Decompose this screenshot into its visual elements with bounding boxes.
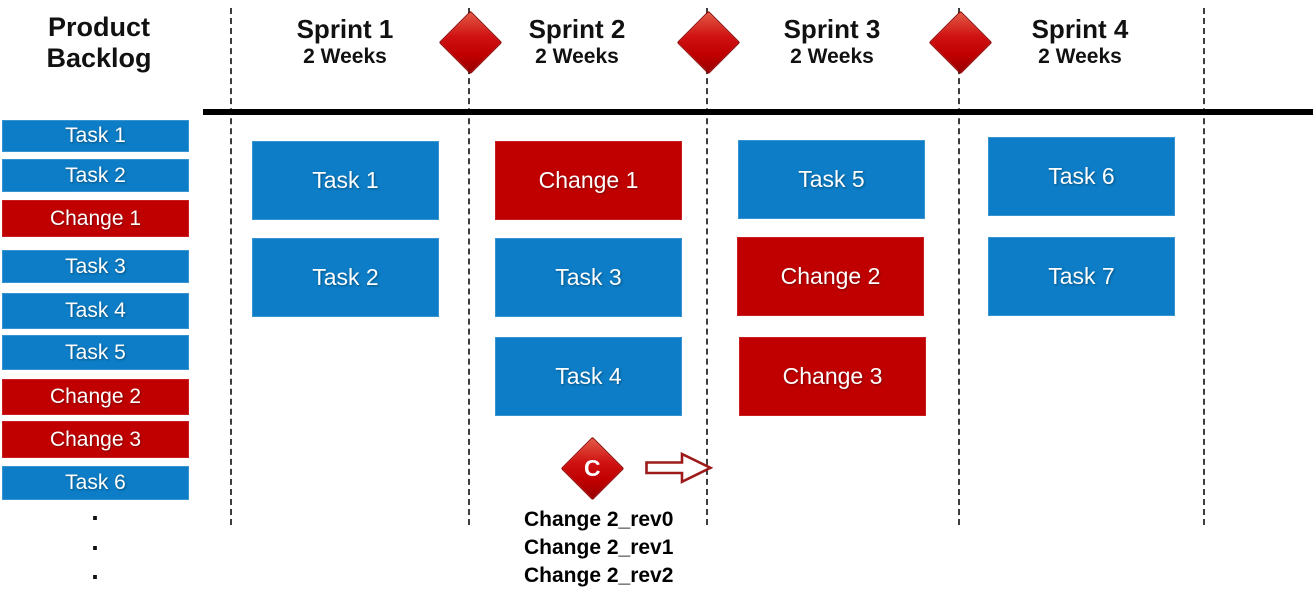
change-revision-label: Change 2_rev2 — [524, 564, 674, 587]
sprint-separator-line — [1203, 8, 1205, 525]
sprint-separator-line — [706, 8, 708, 525]
change-revision-label: Change 2_rev0 — [524, 508, 674, 531]
sprint-duration: 2 Weeks — [535, 45, 619, 68]
backlog-ellipsis-dot: . — [91, 555, 99, 585]
sprint-name: Sprint 1 — [296, 14, 394, 44]
backlog-item: Change 2 — [2, 379, 189, 415]
backlog-item: Task 5 — [2, 335, 189, 370]
sprint-card: Task 5 — [738, 140, 925, 219]
change-badge-letter: C — [584, 455, 601, 481]
backlog-ellipsis-dot: . — [91, 526, 99, 556]
sprint-header: Sprint 2 2 Weeks — [482, 14, 672, 70]
sprint-card: Change 2 — [737, 237, 924, 316]
sprint-duration: 2 Weeks — [1038, 45, 1122, 68]
sprint-header: Sprint 3 2 Weeks — [737, 14, 927, 70]
change-badge-diamond-icon: C — [560, 436, 625, 501]
sprint-name: Sprint 4 — [1031, 14, 1129, 44]
sprint-header: Sprint 4 2 Weeks — [985, 14, 1175, 70]
sprint-card: Task 1 — [252, 141, 439, 220]
sprint-card: Task 7 — [988, 237, 1175, 316]
milestone-diamond-icon — [676, 10, 741, 75]
sprint-card: Change 3 — [739, 337, 926, 416]
backlog-item: Change 1 — [2, 200, 189, 237]
sprint-separator-line — [230, 8, 232, 525]
sprint-card: Task 2 — [252, 238, 439, 317]
backlog-item: Change 3 — [2, 421, 189, 458]
backlog-item: Task 6 — [2, 466, 189, 500]
product-backlog-title: Product Backlog — [46, 12, 152, 73]
change-revision-label: Change 2_rev1 — [524, 536, 674, 559]
sprint-name: Sprint 2 — [528, 14, 626, 44]
sprint-separator-line — [468, 8, 470, 525]
sprint-name: Sprint 3 — [783, 14, 881, 44]
sprint-card: Task 6 — [988, 137, 1175, 216]
backlog-item: Task 1 — [2, 120, 189, 152]
sprint-separator-line — [958, 8, 960, 525]
sprint-card: Change 1 — [495, 141, 682, 220]
backlog-item: Task 4 — [2, 293, 189, 329]
sprint-duration: 2 Weeks — [303, 45, 387, 68]
right-arrow-icon — [645, 452, 713, 484]
backlog-item: Task 2 — [2, 159, 189, 192]
sprint-header: Sprint 1 2 Weeks — [250, 14, 440, 70]
sprint-duration: 2 Weeks — [790, 45, 874, 68]
backlog-ellipsis-dot: . — [91, 496, 99, 526]
sprint-card: Task 4 — [495, 337, 682, 416]
milestone-diamond-icon — [928, 10, 993, 75]
timeline-line — [203, 109, 1313, 115]
backlog-item: Task 3 — [2, 250, 189, 283]
sprint-card: Task 3 — [495, 238, 682, 317]
